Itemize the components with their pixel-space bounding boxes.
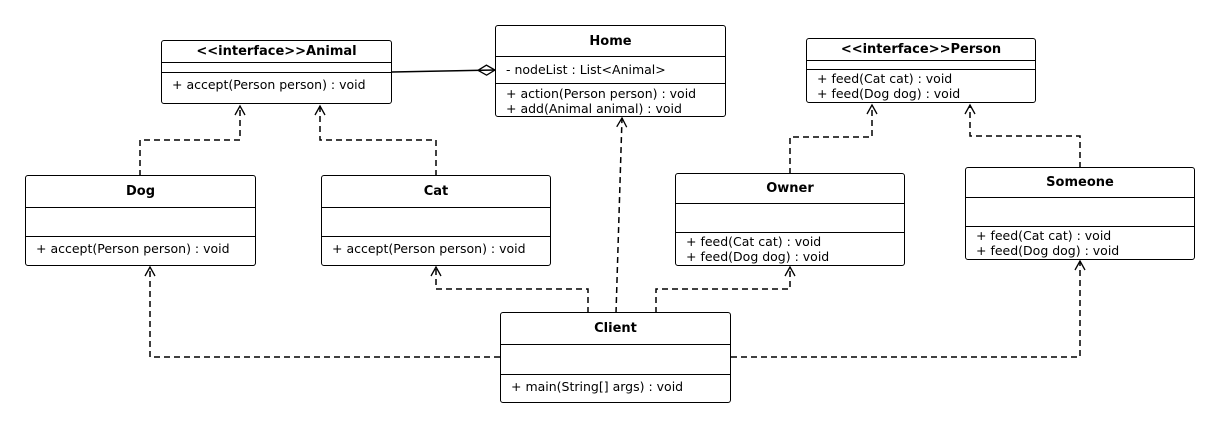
operations-compartment: + accept(Person person) : void: [322, 237, 550, 261]
class-person: <<interface>>Person + feed(Cat cat) : vo…: [806, 38, 1036, 103]
realization-cat-animal: [314, 104, 437, 176]
operation: + feed(Dog dog) : void: [686, 249, 830, 264]
operations-compartment: + accept(Person person) : void: [26, 237, 255, 261]
dependency-client-someone: [731, 259, 1086, 358]
operation: + feed(Dog dog) : void: [976, 243, 1120, 258]
operation: + accept(Person person) : void: [172, 77, 366, 92]
operation: + add(Animal animal) : void: [506, 101, 682, 116]
class-name: Dog: [26, 176, 255, 208]
operations-compartment: + accept(Person person) : void: [162, 73, 391, 97]
class-name: Cat: [322, 176, 550, 208]
operation: + feed(Cat cat) : void: [686, 234, 822, 249]
attributes-compartment: [501, 345, 730, 375]
class-name: Owner: [676, 174, 904, 204]
operations-compartment: + main(String[] args) : void: [501, 375, 730, 399]
operation: + accept(Person person) : void: [36, 241, 230, 256]
aggregation-animal-home: [391, 70, 495, 72]
attributes-compartment: [162, 63, 391, 73]
class-owner: Owner + feed(Cat cat) : void + feed(Dog …: [675, 173, 905, 266]
operation: + feed(Cat cat) : void: [976, 228, 1112, 243]
attribute: - nodeList : List<Animal>: [506, 62, 666, 77]
attributes-compartment: [966, 198, 1194, 227]
operations-compartment: + action(Person person) : void + add(Ani…: [496, 84, 725, 120]
dependency-client-owner: [655, 265, 796, 313]
operations-compartment: + feed(Cat cat) : void + feed(Dog dog) :…: [676, 233, 904, 268]
operation: + action(Person person) : void: [506, 86, 697, 101]
class-animal: <<interface>>Animal + accept(Person pers…: [161, 40, 392, 104]
class-client: Client + main(String[] args) : void: [500, 312, 731, 403]
operation: + accept(Person person) : void: [332, 241, 526, 256]
operations-compartment: + feed(Cat cat) : void + feed(Dog dog) :…: [966, 227, 1194, 262]
class-name: Someone: [966, 168, 1194, 198]
dependency-client-cat: [430, 265, 589, 313]
realization-dog-animal: [139, 104, 246, 176]
class-cat: Cat + accept(Person person) : void: [321, 175, 551, 266]
attributes-compartment: - nodeList : List<Animal>: [496, 57, 725, 84]
attributes-compartment: [322, 208, 550, 237]
class-name: Client: [501, 313, 730, 345]
attributes-compartment: [26, 208, 255, 237]
class-dog: Dog + accept(Person person) : void: [25, 175, 256, 266]
operation: + main(String[] args) : void: [511, 379, 684, 394]
class-name: Home: [496, 26, 725, 57]
dependency-client-home: [615, 116, 628, 314]
realization-someone-person: [964, 103, 1081, 168]
operation: + feed(Dog dog) : void: [817, 86, 961, 101]
realization-owner-person: [789, 103, 878, 174]
dependency-client-dog: [144, 265, 500, 358]
attributes-compartment: [807, 61, 1035, 70]
operations-compartment: + feed(Cat cat) : void + feed(Dog dog) :…: [807, 70, 1035, 105]
class-home: Home - nodeList : List<Animal> + action(…: [495, 25, 726, 117]
class-name: <<interface>>Animal: [162, 41, 391, 63]
class-name: <<interface>>Person: [807, 39, 1035, 61]
class-someone: Someone + feed(Cat cat) : void + feed(Do…: [965, 167, 1195, 260]
operation: + feed(Cat cat) : void: [817, 71, 953, 86]
attributes-compartment: [676, 204, 904, 233]
